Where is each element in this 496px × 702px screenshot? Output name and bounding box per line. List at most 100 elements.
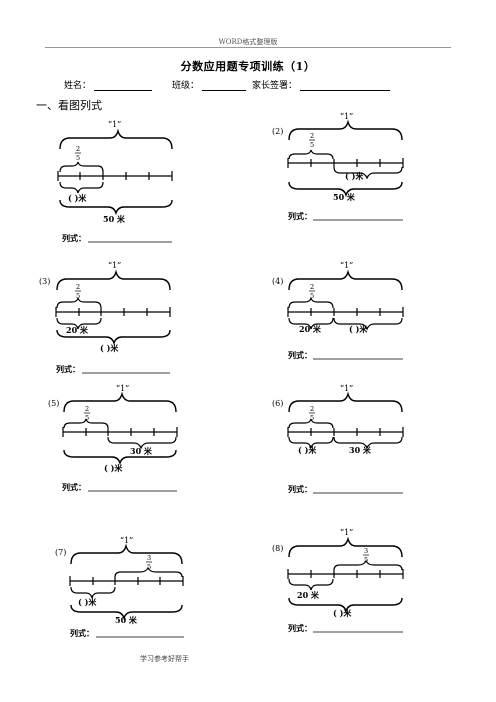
worksheet-title: 分数应用题专项训练（1） [180,60,316,73]
top-brace [288,536,403,558]
fraction-denominator: 5 [310,292,314,300]
parent-blank[interactable] [299,80,390,91]
remaining-brace [107,436,177,450]
top-brace [56,269,171,291]
part-label: 20 米 [66,325,89,335]
segment-ticks [62,427,178,437]
part-brace [288,149,334,160]
part-label: 20 米 [299,324,322,334]
segment-ticks [57,171,173,181]
problem-8: (8) “1” 3 5 20 米 ( )米 列式： [272,528,404,633]
part-brace [333,559,403,571]
name-field: 姓名： [64,78,152,91]
part-brace [59,161,104,173]
problem-number: (7) [55,548,66,557]
name-label: 姓名： [64,81,92,91]
top-brace [59,128,173,150]
remaining-brace [333,436,403,450]
problem-2: (2) “1” 2 5 ( )米 50 米 列式： [272,112,404,221]
whole-bottom-brace [56,329,171,346]
part-bottom-brace [59,181,104,194]
problem-3: (3) “1” 2 5 20 米 ( )米 列式： [39,261,171,374]
problem-number: (4) [272,277,283,286]
fraction-numerator: 3 [364,547,368,555]
class-field: 班级： [172,78,246,91]
top-brace [288,269,403,291]
whole-label-bottom: 50 米 [103,214,126,224]
part-brace [114,566,183,578]
expression-label: 列式： [56,364,80,374]
problem-number: (8) [272,544,283,553]
expression-label: 列式： [288,211,312,221]
top-brace [70,543,183,565]
fraction-denominator: 5 [310,141,314,149]
expression-label: 列式： [62,482,86,492]
whole-label: “1” [116,384,129,393]
top-brace [288,391,403,413]
segment-ticks [69,576,184,586]
fraction-denominator: 5 [76,154,80,162]
remaining-brace [333,317,403,331]
expression-label: 列式： [288,484,312,494]
whole-label: “1” [108,261,121,270]
part-label: ( )米 [298,445,317,455]
part-bottom-brace [288,436,334,449]
part-bottom-brace [70,586,116,599]
whole-label-bottom: 50 米 [115,615,138,625]
part-label: ( )米 [78,597,97,607]
part-bottom-brace [288,317,334,330]
section-title: 一、看图列式 [36,99,102,112]
part-brace [63,418,109,429]
fraction-numerator: 2 [85,405,89,413]
remaining-label: ( )米 [349,324,368,334]
problem-number: (6) [272,399,283,408]
fraction-numerator: 2 [310,405,314,413]
whole-bottom-brace [70,604,183,621]
header-divider [45,47,451,48]
segment-ticks [287,158,404,168]
class-label: 班级： [172,81,200,91]
name-blank[interactable] [93,80,152,91]
problem-6: (6) “1” 2 5 ( )米 30 米 列式： [272,384,404,494]
parent-label: 家长签署： [252,81,298,91]
whole-label-bottom: ( )米 [104,463,123,473]
part-brace [288,418,334,429]
class-blank[interactable] [201,80,246,91]
part-label: ( )米 [68,193,87,203]
remaining-label: 30 米 [349,445,372,455]
fraction-numerator: 2 [310,283,314,291]
fraction-denominator: 5 [85,414,89,422]
fraction-numerator: 2 [76,283,80,291]
whole-label: “1” [340,261,353,270]
problem-5: (5) “1” 2 5 30 米 ( )米 列式： [48,384,178,492]
problem-1: “1” 2 5 ( )米 50 米 列式： [57,120,173,243]
whole-label: “1” [340,112,353,121]
expression-label: 列式： [62,233,86,243]
remaining-brace [333,166,403,180]
whole-label-bottom: ( )米 [100,343,119,353]
expression-label: 列式： [288,623,312,633]
part-label: 20 米 [297,590,320,600]
expression-label: 列式： [288,350,312,360]
remaining-label: ( )米 [345,171,364,181]
page-footer: 学习参考好帮手 [140,655,189,663]
expression-label: 列式： [70,628,94,638]
whole-bottom-brace [59,199,173,216]
whole-label: “1” [120,536,133,545]
fraction-numerator: 2 [310,132,314,140]
segment-ticks [287,569,404,579]
whole-label: “1” [108,120,121,129]
top-brace [288,119,403,141]
problem-number: (5) [48,399,59,408]
fraction-denominator: 5 [76,292,80,300]
part-bottom-brace [56,317,102,330]
whole-label-bottom: 50 米 [333,192,356,202]
whole-label-bottom: ( )米 [333,608,352,618]
segment-ticks [55,307,171,317]
part-brace [56,297,102,309]
whole-bottom-brace [288,181,403,198]
part-bottom-brace [288,578,334,591]
problem-number: (2) [272,127,283,136]
whole-bottom-brace [288,597,403,614]
